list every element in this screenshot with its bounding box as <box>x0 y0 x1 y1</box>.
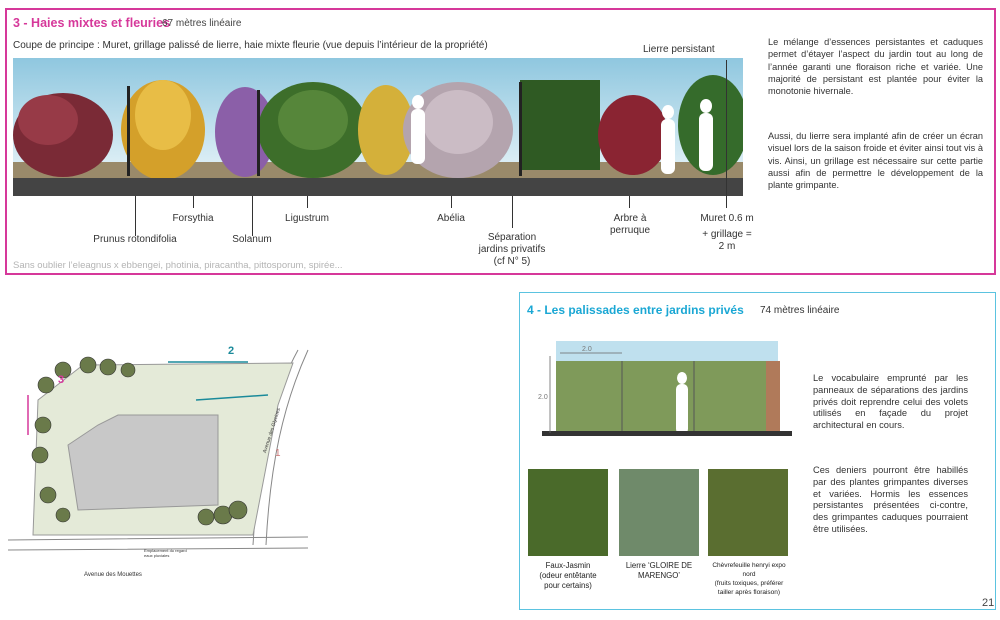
section3-paragraph-2: Aussi, du lierre sera implanté afin de c… <box>768 131 983 191</box>
leader-abelia <box>451 196 452 208</box>
street-avenue-mouettes: Avenue des Mouettes <box>84 572 142 578</box>
section-haies-mixtes: 3 - Haies mixtes et fleuries 67 mètres l… <box>5 8 996 275</box>
section3-subtitle: Coupe de principe : Muret, grillage pali… <box>13 40 488 51</box>
section4-paragraph-2: Ces deniers pourront être habillés par d… <box>813 465 968 534</box>
caption-chevrefeuille: Chèvrefeuille henryi expo nord (fruits t… <box>712 562 786 596</box>
lierre-label: Lierre persistant <box>643 44 715 55</box>
section4-title: 4 - Les palissades entre jardins privés <box>527 303 744 317</box>
section4-length: 74 mètres linéaire <box>760 305 840 316</box>
label-muret: Muret 0.6 m + grillage = 2 m <box>700 213 754 252</box>
section-palissades: 4 - Les palissades entre jardins privés … <box>519 292 996 610</box>
photo-faux-jasmin <box>528 469 608 556</box>
section3-paragraph-1: Le mélange d’essences persistantes et ca… <box>768 37 983 97</box>
label-forsythia: Forsythia <box>172 213 214 224</box>
dim-height-label: 2.0 <box>538 394 548 401</box>
page-number: 21 <box>982 597 995 609</box>
plan-label-2: 2 <box>228 345 235 357</box>
label-solanum: Solanum <box>232 234 272 245</box>
plan-note: Emplacement du regard eaux pluviales <box>144 548 187 558</box>
caption-faux-jasmin: Faux-Jasmin (odeur entêtante pour certai… <box>539 561 597 590</box>
photo-chevrefeuille <box>708 469 788 556</box>
leader-prunus <box>135 196 136 236</box>
label-arbre-perruque: Arbre à perruque <box>609 213 651 236</box>
leader-separation <box>512 196 513 228</box>
hedge-section-illustration <box>13 58 743 196</box>
section3-title: 3 - Haies mixtes et fleuries <box>13 16 171 30</box>
leader-solanum <box>252 196 253 236</box>
label-abelia: Abélia <box>437 213 465 224</box>
label-prunus: Prunus rotondifolia <box>93 234 177 245</box>
plan-label-3: 3 <box>58 374 65 386</box>
leader-muret <box>726 60 727 208</box>
site-plan <box>8 349 309 551</box>
label-ligustrum: Ligustrum <box>285 213 329 224</box>
leader-forsythia <box>193 196 194 208</box>
label-separation: Séparation jardins privatifs (cf N° 5) <box>478 232 546 267</box>
caption-lierre: Lierre ‘GLOIRE DE MARENGO’ <box>625 561 693 580</box>
section3-footnote: Sans oublier l’eleagnus x ebbengei, phot… <box>13 260 343 271</box>
palissade-illustration: 2.0 2.0 <box>538 341 792 436</box>
leader-ligustrum <box>307 196 308 208</box>
dim-width-label: 2.0 <box>582 346 592 353</box>
leader-arbre <box>629 196 630 208</box>
plan-label-1: 1 <box>275 448 281 459</box>
section4-paragraph-1: Le vocabulaire emprunté par les panneaux… <box>813 373 968 431</box>
photo-lierre <box>619 469 699 556</box>
section3-length: 67 mètres linéaire <box>162 18 242 29</box>
